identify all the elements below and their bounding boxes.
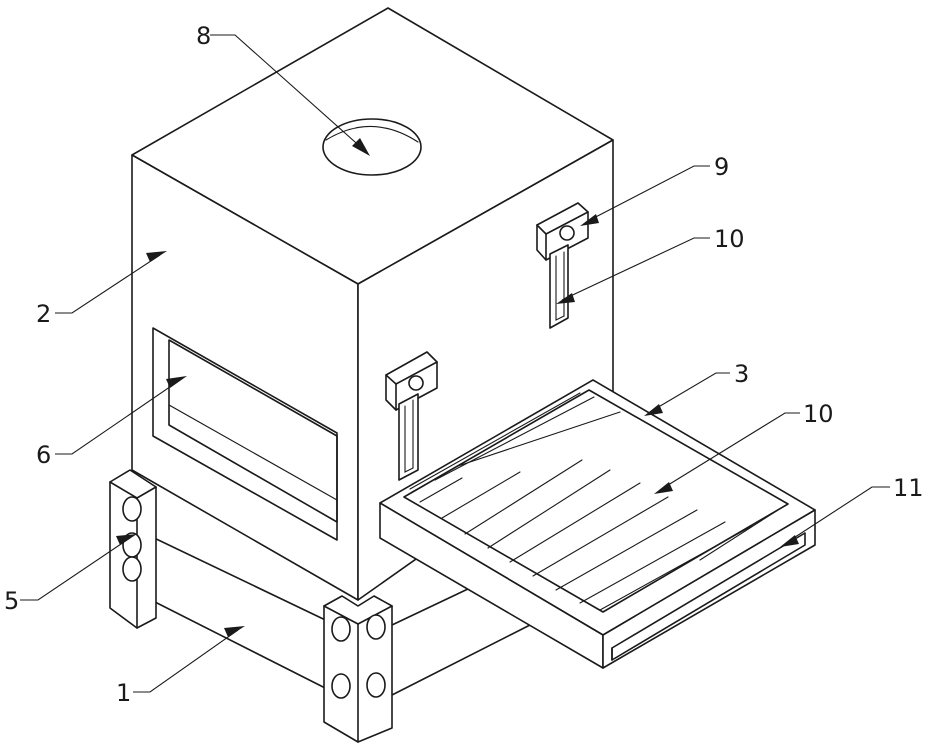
foot-hole [123,497,141,521]
foot-hole [123,557,141,581]
label-8: 9 [714,153,729,181]
label-1: 1 [116,679,131,707]
label-6: 6 [36,441,51,469]
label-3: 3 [734,360,749,388]
foot-hole [332,674,350,698]
label-5: 5 [4,587,19,615]
foot-hole [367,673,385,697]
foot-left [110,470,156,628]
foot-hole [332,617,350,641]
foot-front [324,596,392,742]
label-11: 11 [893,474,924,502]
feed-hole [323,119,421,175]
label-9: 10 [714,225,745,253]
foot-hole [367,615,385,639]
label-7: 8 [196,22,211,50]
label-2: 2 [36,300,51,328]
label-10: 10 [803,400,834,428]
